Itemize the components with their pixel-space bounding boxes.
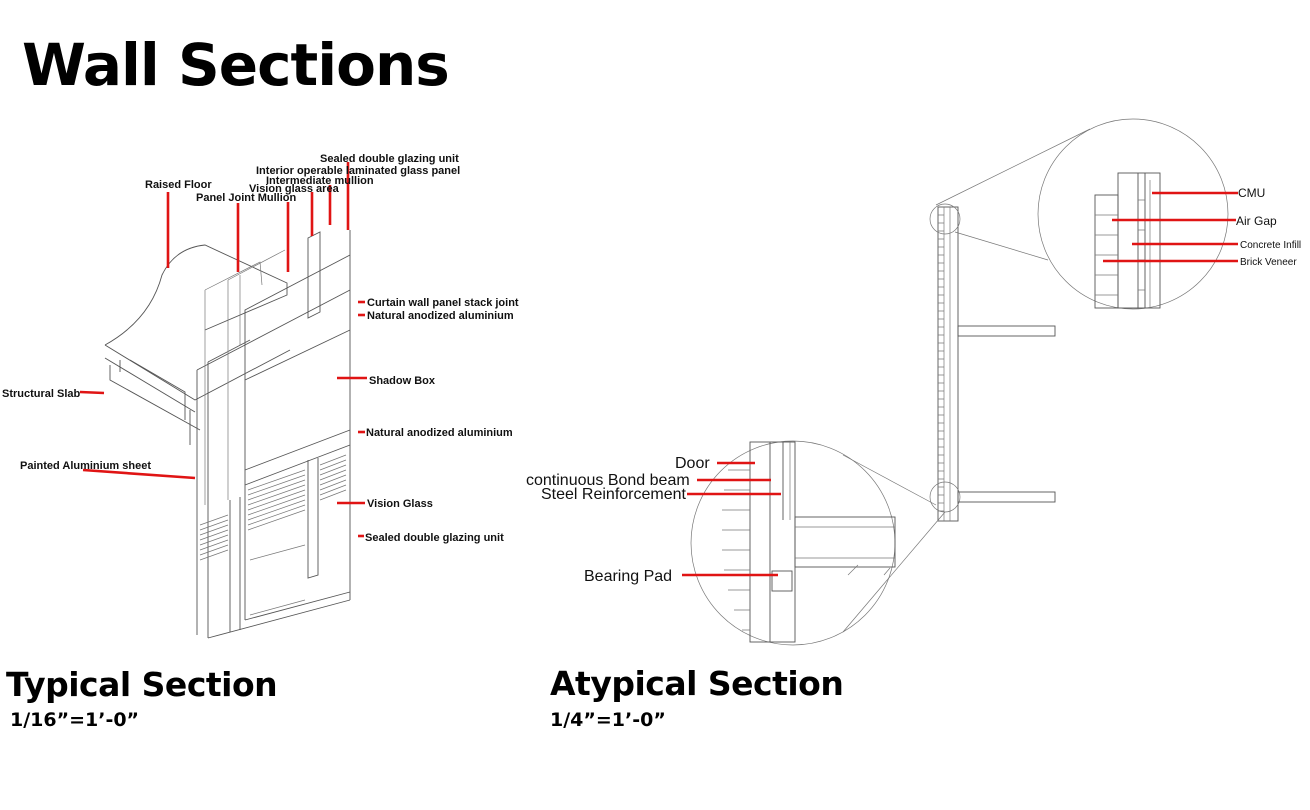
label-steel-reinforcement: Steel Reinforcement <box>541 486 687 503</box>
label-intermediate-mullion: Intermediate mullion <box>266 175 374 187</box>
page-title: Wall Sections <box>22 31 450 99</box>
typical-section-title: Typical Section <box>6 665 278 704</box>
label-door: Door <box>675 455 710 472</box>
label-anodized-2: Natural anodized aluminium <box>366 427 513 439</box>
typical-section-drawing <box>79 162 367 639</box>
label-vision-glass: Vision Glass <box>367 498 433 510</box>
atypical-section-drawing <box>682 118 1238 646</box>
label-raised-floor: Raised Floor <box>145 179 212 191</box>
label-vision-glass-area: Vision glass area <box>249 183 340 195</box>
label-bearing-pad: Bearing Pad <box>584 568 672 585</box>
atypical-section-title: Atypical Section <box>550 664 844 703</box>
brick-courses <box>938 214 944 512</box>
label-air-gap: Air Gap <box>1236 214 1277 228</box>
label-cmu: CMU <box>1238 186 1265 200</box>
typical-section-scale: 1/16”=1’-0” <box>10 709 140 731</box>
label-panel-joint-mullion: Panel Joint Mullion <box>196 192 297 204</box>
label-structural-slab: Structural Slab <box>2 388 81 400</box>
bottom-detail-layers <box>722 441 896 643</box>
atypical-section-scale: 1/4”=1’-0” <box>550 709 666 731</box>
louvre-hatch <box>199 454 347 561</box>
label-bond-beam: continuous Bond beam <box>526 472 690 489</box>
label-anodized-1: Natural anodized aluminium <box>367 310 514 322</box>
label-brick-veneer: Brick Veneer <box>1240 257 1297 268</box>
label-concrete-infill: Concrete Infill <box>1240 240 1301 251</box>
label-interior-panel: Interior operable laminated glass panel <box>256 165 460 177</box>
label-painted-sheet: Painted Aluminium sheet <box>20 460 151 472</box>
label-sealed-glazing-top: Sealed double glazing unit <box>320 153 459 165</box>
top-detail-layers <box>1094 172 1161 309</box>
label-shadow-box: Shadow Box <box>369 375 436 387</box>
label-stack-joint: Curtain wall panel stack joint <box>367 297 519 309</box>
label-sealed-glazing-bottom: Sealed double glazing unit <box>365 532 504 544</box>
